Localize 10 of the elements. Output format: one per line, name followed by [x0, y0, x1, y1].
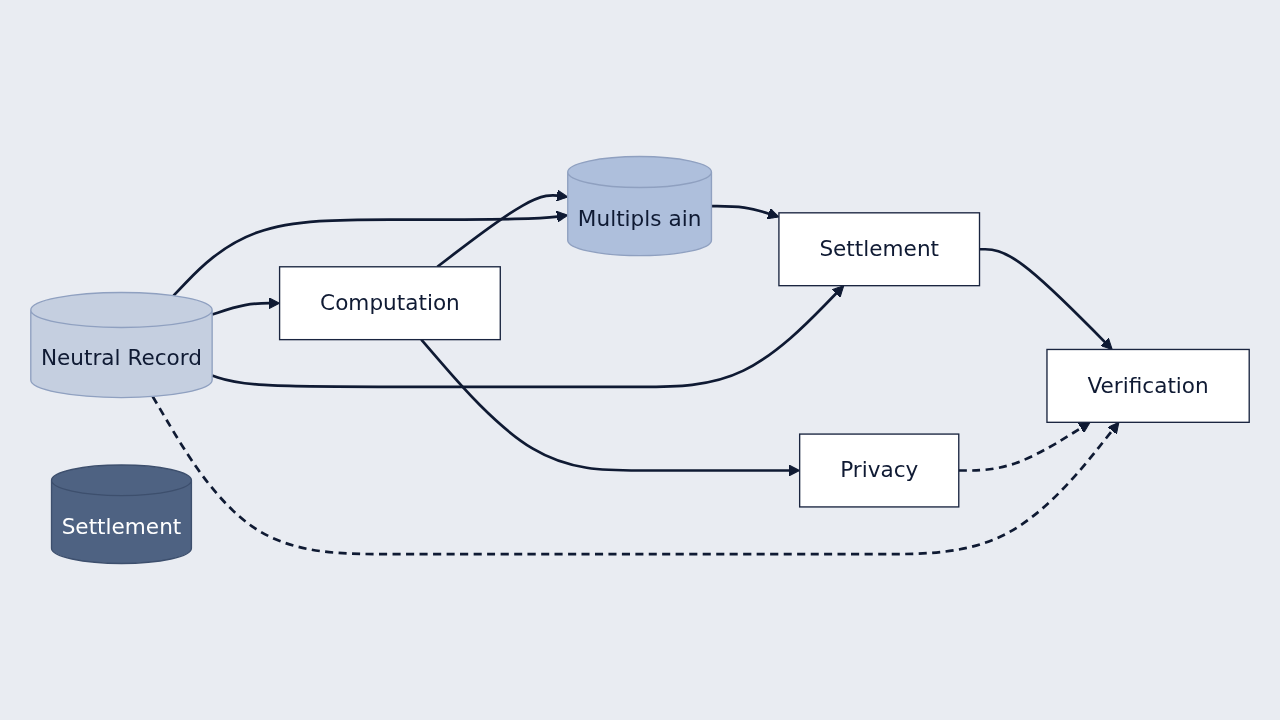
arrow — [151, 395, 1120, 556]
node-box: Privacy — [799, 433, 960, 508]
arrow — [172, 210, 569, 297]
arrow — [958, 421, 1091, 472]
node-box: Settlement — [778, 212, 981, 287]
node-box: Computation — [278, 266, 501, 341]
arrow — [979, 247, 1113, 350]
arrow — [211, 285, 845, 389]
node-box: Verification — [1046, 348, 1250, 423]
arrow — [436, 189, 569, 268]
